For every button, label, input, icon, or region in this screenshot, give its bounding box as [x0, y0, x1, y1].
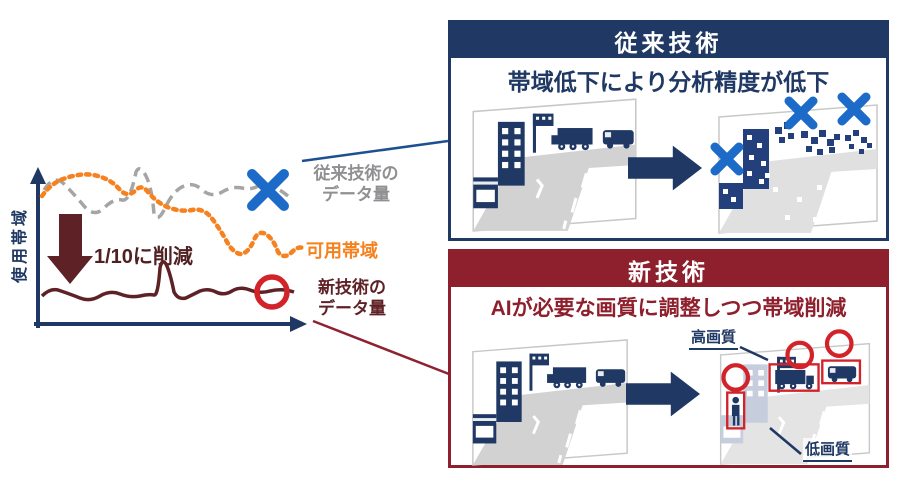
reduction-arrow-icon [47, 214, 93, 284]
legend-new-data: 新技術の データ量 [300, 277, 404, 319]
legend-conventional-data: 従来技術の データ量 [298, 163, 414, 205]
flow-arrow-icon [628, 145, 702, 191]
high-quality-person [731, 396, 740, 426]
x-axis [34, 316, 307, 332]
conventional-panel-description: 帯域低下により分析精度が低下 [507, 69, 830, 95]
connector-conventional-line [301, 139, 449, 163]
y-axis [30, 167, 46, 328]
legend-new-line1: 新技術の [318, 278, 386, 297]
legend-available-bandwidth: 可用帯域 [306, 241, 378, 261]
legend-new-line2: データ量 [318, 299, 386, 318]
pixel-noise [723, 135, 864, 222]
x-mark-icon [247, 169, 289, 211]
conventional-panel-title: 従来技術 [451, 23, 886, 58]
new-technology-panel: 新技術 AIが必要な画質に調整しつつ帯域削減 [448, 249, 889, 468]
y-axis-label: 使用帯域 [12, 207, 29, 284]
new-panel-description: AIが必要な画質に調整しつつ帯域削減 [490, 297, 847, 320]
conventional-panel: 従来技術 帯域低下により分析精度が低下 [448, 20, 889, 241]
street-scene-clear [467, 332, 633, 469]
high-quality-van [827, 366, 857, 383]
circle-mark-icon [254, 274, 290, 310]
street-scene-clear [467, 91, 642, 235]
legend-conventional-line1: 従来技術の [313, 164, 399, 183]
connector-new-line [312, 319, 450, 376]
high-quality-truck [775, 370, 814, 390]
high-quality-label: 高画質 [689, 326, 739, 350]
reduction-label: 1/10に削減 [94, 246, 193, 268]
analysis-failed-x-icons [710, 92, 871, 176]
legend-conventional-line2: データ量 [322, 185, 390, 204]
flow-arrow-icon [626, 371, 700, 417]
street-scene-degraded [710, 92, 878, 234]
conventional-data-line [42, 167, 290, 220]
low-quality-label: 低画質 [803, 438, 853, 462]
new-panel-title: 新技術 [451, 252, 886, 287]
detection-circle-icons [721, 329, 854, 392]
